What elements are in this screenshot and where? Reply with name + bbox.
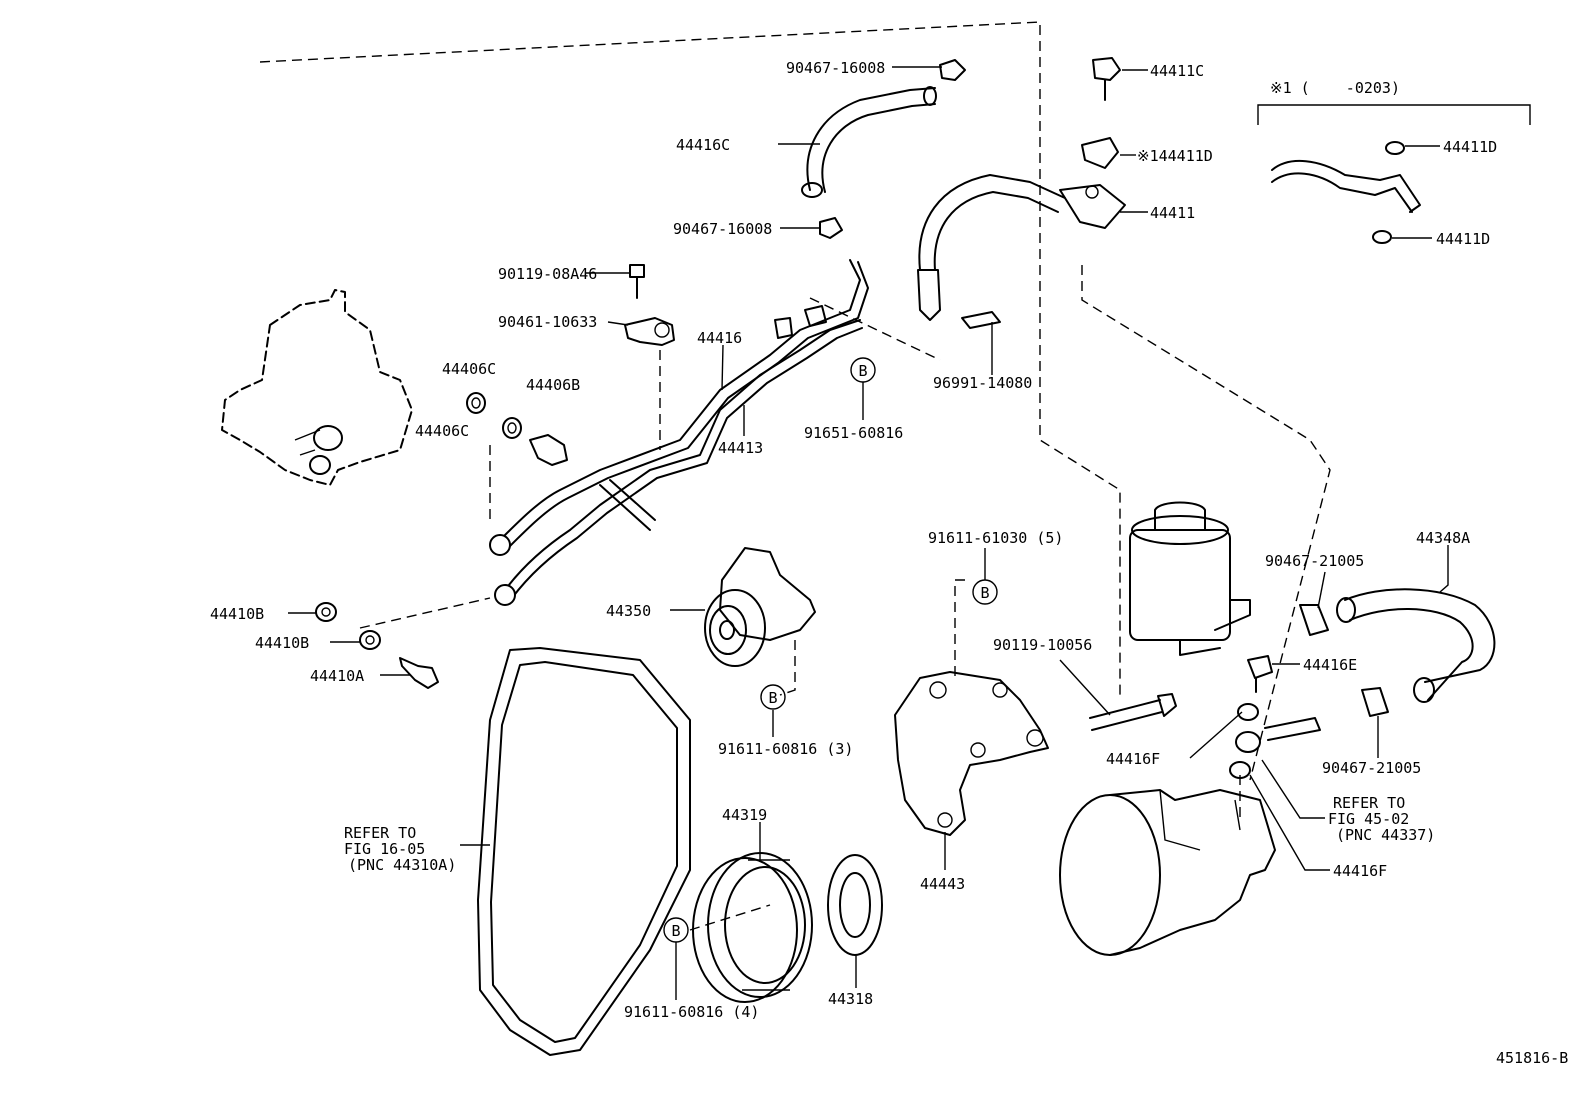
label-44416C: 44416C <box>676 136 730 154</box>
label-44406C: 44406C <box>415 422 469 440</box>
gasket-144411D <box>1081 137 1119 169</box>
label-90467-16008: 90467-16008 <box>786 59 885 77</box>
label-44319: 44319 <box>722 806 767 824</box>
label-refer-fig-45-02: REFER TO <box>1333 794 1405 812</box>
label-refer-fig-45-02: (PNC 44337) <box>1336 826 1435 844</box>
label-44416E: 44416E <box>1303 656 1357 674</box>
b-marker: B <box>663 917 689 943</box>
label-44416: 44416 <box>697 329 742 347</box>
fitting-and-gaskets-44416F <box>1229 703 1321 779</box>
hose-44348A <box>1299 588 1496 717</box>
label-144411D: ※144411D <box>1137 147 1213 165</box>
svg-text:B: B <box>671 922 680 940</box>
label-91611-60816-4: 91611-60816 (4) <box>624 1003 759 1021</box>
label-90461-10633: 90461-10633 <box>498 313 597 331</box>
idler-pulley-44350 <box>704 547 816 667</box>
label-90119-08A46: 90119-08A46 <box>498 265 597 283</box>
b-marker: B <box>760 684 786 710</box>
damper-plate-44318 <box>827 854 883 956</box>
bracket-96991-14080 <box>961 311 1001 329</box>
label-44350: 44350 <box>606 602 651 620</box>
label-refer-fig-16-05: FIG 16-05 <box>344 840 425 858</box>
label-44413: 44413 <box>718 439 763 457</box>
label-91651-60816: 91651-60816 <box>804 424 903 442</box>
b-marker: B <box>972 579 998 605</box>
illustration-number: 451816-B <box>1496 1049 1568 1067</box>
bolt-44410A <box>399 657 439 689</box>
crank-pulley-44319 <box>692 852 813 1003</box>
washers-44410B <box>315 602 381 650</box>
label-44410B: 44410B <box>255 634 309 652</box>
bracket-44443 <box>894 671 1049 836</box>
label-44348A: 44348A <box>1416 529 1470 547</box>
label-44411D: 44411D <box>1436 230 1490 248</box>
bolt-44411C <box>1092 57 1121 101</box>
label-90467-16008: 90467-16008 <box>673 220 772 238</box>
label-91611-60816-3: 91611-60816 (3) <box>718 740 853 758</box>
label-44411: 44411 <box>1150 204 1195 222</box>
svg-text:B: B <box>858 362 867 380</box>
label-44443: 44443 <box>920 875 965 893</box>
clamp-90461-10633 <box>624 317 675 346</box>
label-44318: 44318 <box>828 990 873 1008</box>
pump-housing-top-left <box>221 289 413 486</box>
label-refer-fig-45-02: FIG 45-02 <box>1328 810 1409 828</box>
label-44411D: 44411D <box>1443 138 1497 156</box>
leader-lines <box>288 66 1449 1000</box>
label-90467-21005: 90467-21005 <box>1265 552 1364 570</box>
union-bolt-44416E <box>1247 655 1273 693</box>
label-44411C: 44411C <box>1150 62 1204 80</box>
hose-44416C <box>801 59 966 239</box>
bolt-90119-10056 <box>1089 693 1177 731</box>
label-44416F: 44416F <box>1333 862 1387 880</box>
svg-text:B: B <box>768 689 777 707</box>
label-44410A: 44410A <box>310 667 364 685</box>
reference-markers: B B B B <box>663 357 998 943</box>
bolt-44406B <box>529 434 568 466</box>
label-96991-14080: 96991-14080 <box>933 374 1032 392</box>
washers-44406C <box>466 392 522 439</box>
drive-belt <box>477 647 691 1056</box>
reservoir <box>1129 501 1251 656</box>
pipe-assembly-44416-44413 <box>489 259 869 606</box>
label-44406C: 44406C <box>442 360 496 378</box>
label-44406B: 44406B <box>526 376 580 394</box>
dashed-reference-lines <box>259 21 1331 931</box>
label-refer-fig-16-05: (PNC 44310A) <box>348 856 456 874</box>
label-90467-21005: 90467-21005 <box>1322 759 1421 777</box>
b-marker: B <box>850 357 876 383</box>
svg-text:B: B <box>980 584 989 602</box>
part-labels: 90467-16008 44416C 90467-16008 90119-08A… <box>210 59 1568 1067</box>
label-91611-61030: 91611-61030 (5) <box>928 529 1063 547</box>
hose-44411 <box>917 174 1126 321</box>
label-note-1: ※1 ( -0203) <box>1270 79 1400 97</box>
bolt-90119-08A46 <box>629 264 645 299</box>
label-90119-10056: 90119-10056 <box>993 636 1092 654</box>
pump-assembly-bottom-right <box>1059 789 1276 956</box>
label-44416F: 44416F <box>1106 750 1160 768</box>
label-refer-fig-16-05: REFER TO <box>344 824 416 842</box>
label-44410B: 44410B <box>210 605 264 623</box>
inset-hose-variant <box>1257 104 1531 244</box>
